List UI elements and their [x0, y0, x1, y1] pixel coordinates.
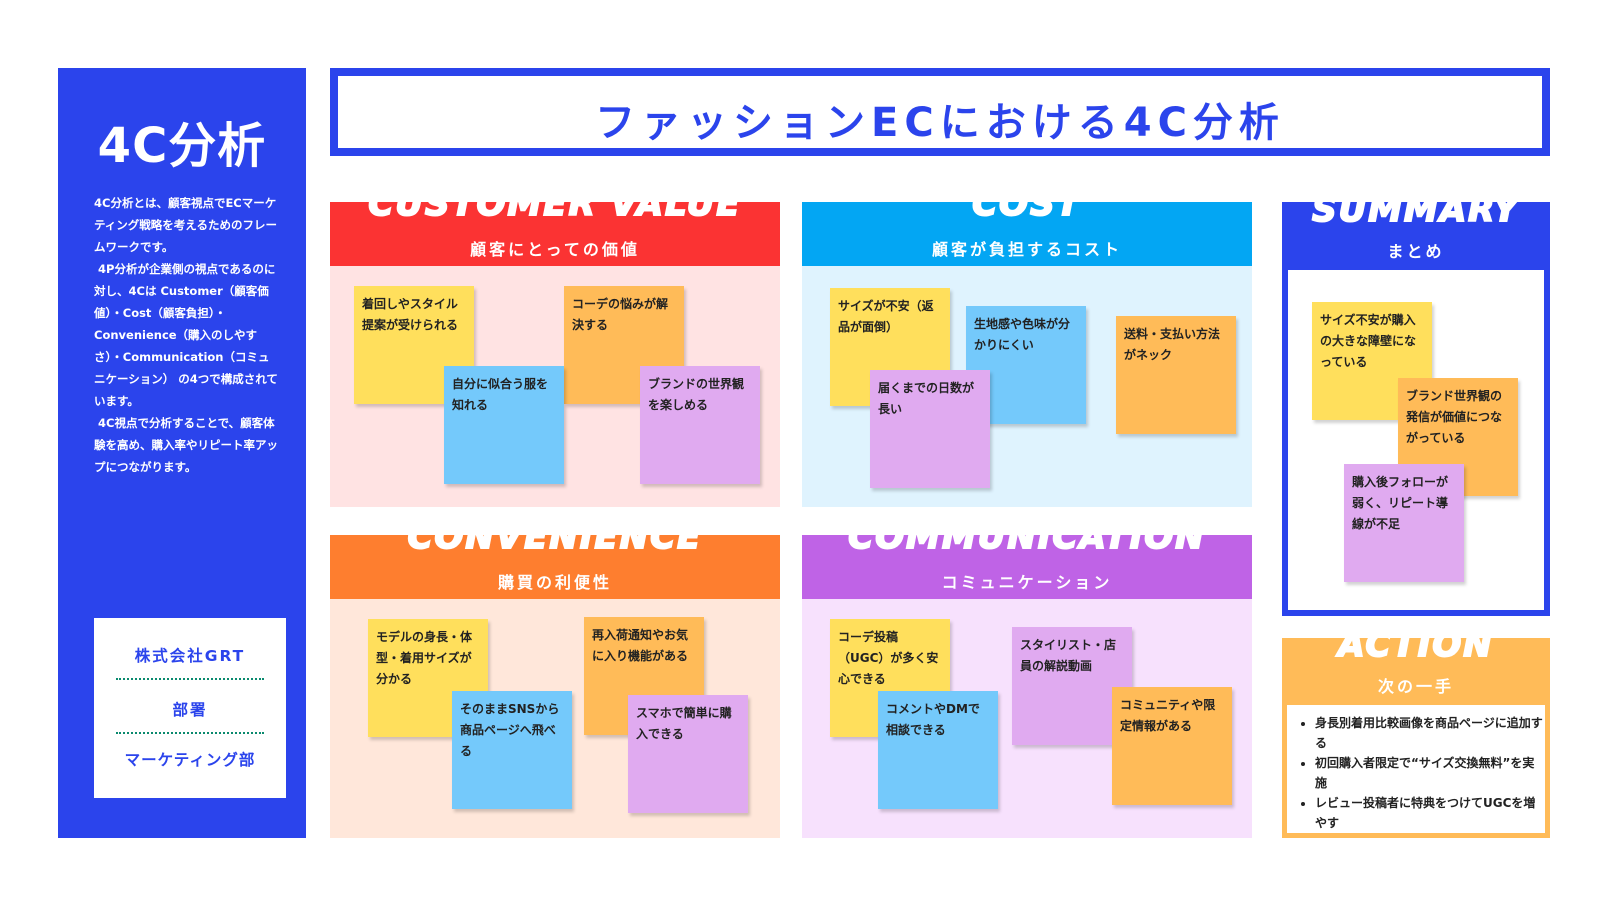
cost-title: COST: [971, 183, 1082, 225]
cost-body: サイズが不安（返品が面倒） 生地感や色味が分かりにくい 送料・支払い方法がネック…: [802, 266, 1252, 507]
sticky-note: ブランドの世界観を楽しめる: [640, 366, 760, 484]
company-name: 株式会社GRT: [134, 647, 246, 665]
divider: [116, 732, 264, 734]
sticky-note: コーデ投稿（UGC）が多く安心できる: [830, 619, 950, 737]
sticky-note: 届くまでの日数が長い: [870, 370, 990, 488]
sticky-note: 着回しやスタイル提案が受けられる: [354, 286, 474, 404]
cost-header: COST 顧客が負担するコスト: [802, 183, 1252, 266]
communication-title: COMMUNICATION: [847, 516, 1206, 558]
communication-panel: COMMUNICATION コミュニケーション コーデ投稿（UGC）が多く安心で…: [802, 516, 1252, 838]
convenience-header: CONVENIENCE 購買の利便性: [330, 516, 780, 599]
convenience-subtitle: 購買の利便性: [497, 573, 612, 592]
department-label: 部署: [172, 701, 208, 719]
action-panel: ACTION 次の一手 身長別着用比較画像を商品ページに追加する 初回購入者限定…: [1282, 624, 1550, 838]
communication-subtitle: コミュニケーション: [941, 573, 1113, 592]
action-title: ACTION: [1337, 624, 1494, 666]
customer-value-subtitle: 顧客にとっての価値: [470, 240, 640, 259]
convenience-title: CONVENIENCE: [407, 516, 703, 558]
customer-value-title: CUSTOMER VALUE: [367, 183, 742, 225]
customer-value-body: 着回しやスタイル提案が受けられる コーデの悩みが解決する 自分に似合う服を知れる…: [330, 266, 780, 507]
sticky-note: コメントやDMで相談できる: [878, 691, 998, 809]
customer-value-panel: CUSTOMER VALUE 顧客にとっての価値 着回しやスタイル提案が受けられ…: [330, 183, 780, 507]
divider: [116, 678, 264, 680]
summary-panel: SUMMARY まとめ サイズ不安が購入の大きな障壁になっている ブランド世界観…: [1282, 189, 1550, 616]
action-header: ACTION 次の一手: [1287, 624, 1545, 705]
company-box: 株式会社GRT 部署 マーケティング部: [94, 618, 286, 798]
sticky-note: スマホで簡単に購入できる: [628, 695, 748, 813]
department-name: マーケティング部: [124, 751, 256, 769]
sidebar-description: 4C分析とは、顧客視点でECマーケティング戦略を考えるためのフレームワークです。…: [94, 196, 278, 474]
action-subtitle: 次の一手: [1377, 677, 1454, 696]
convenience-panel: CONVENIENCE 購買の利便性 モデルの身長・体型・着用サイズが分かる 再…: [330, 516, 780, 838]
sticky-note: 生地感や色味が分かりにくい: [966, 306, 1086, 424]
customer-value-header: CUSTOMER VALUE 顧客にとっての価値: [330, 183, 780, 266]
summary-subtitle: まとめ: [1387, 242, 1445, 261]
sidebar: 4C分析 4C分析とは、顧客視点でECマーケティング戦略を考えるためのフレームワ…: [58, 68, 306, 838]
cost-panel: COST 顧客が負担するコスト サイズが不安（返品が面倒） 生地感や色味が分かり…: [802, 183, 1252, 507]
action-item: 初回購入者限定で“サイズ交換無料”を実施: [1315, 753, 1545, 793]
sticky-note: 購入後フォローが弱く、リピート導線が不足: [1344, 464, 1464, 582]
action-list: 身長別着用比較画像を商品ページに追加する 初回購入者限定で“サイズ交換無料”を実…: [1295, 713, 1545, 833]
sidebar-title: 4C分析: [97, 118, 267, 174]
cost-subtitle: 顧客が負担するコスト: [931, 240, 1122, 259]
summary-title: SUMMARY: [1311, 189, 1520, 231]
sticky-note: コミュニティや限定情報がある: [1112, 687, 1232, 805]
communication-header: COMMUNICATION コミュニケーション: [802, 516, 1252, 599]
title-banner: ファッションECにおける4C分析: [330, 68, 1550, 156]
sticky-note: 送料・支払い方法がネック: [1116, 316, 1236, 434]
action-item: 身長別着用比較画像を商品ページに追加する: [1315, 713, 1545, 753]
action-item: レビュー投稿者に特典をつけてUGCを増やす: [1315, 793, 1545, 833]
communication-body: コーデ投稿（UGC）が多く安心できる スタイリスト・店員の解説動画 コメントやD…: [802, 599, 1252, 838]
sticky-note: そのままSNSから商品ページへ飛べる: [452, 691, 572, 809]
sticky-note: 自分に似合う服を知れる: [444, 366, 564, 484]
convenience-body: モデルの身長・体型・着用サイズが分かる 再入荷通知やお気に入り機能がある そのま…: [330, 599, 780, 838]
page-title: ファッションECにおける4C分析: [595, 100, 1285, 146]
summary-header: SUMMARY まとめ: [1288, 189, 1544, 270]
